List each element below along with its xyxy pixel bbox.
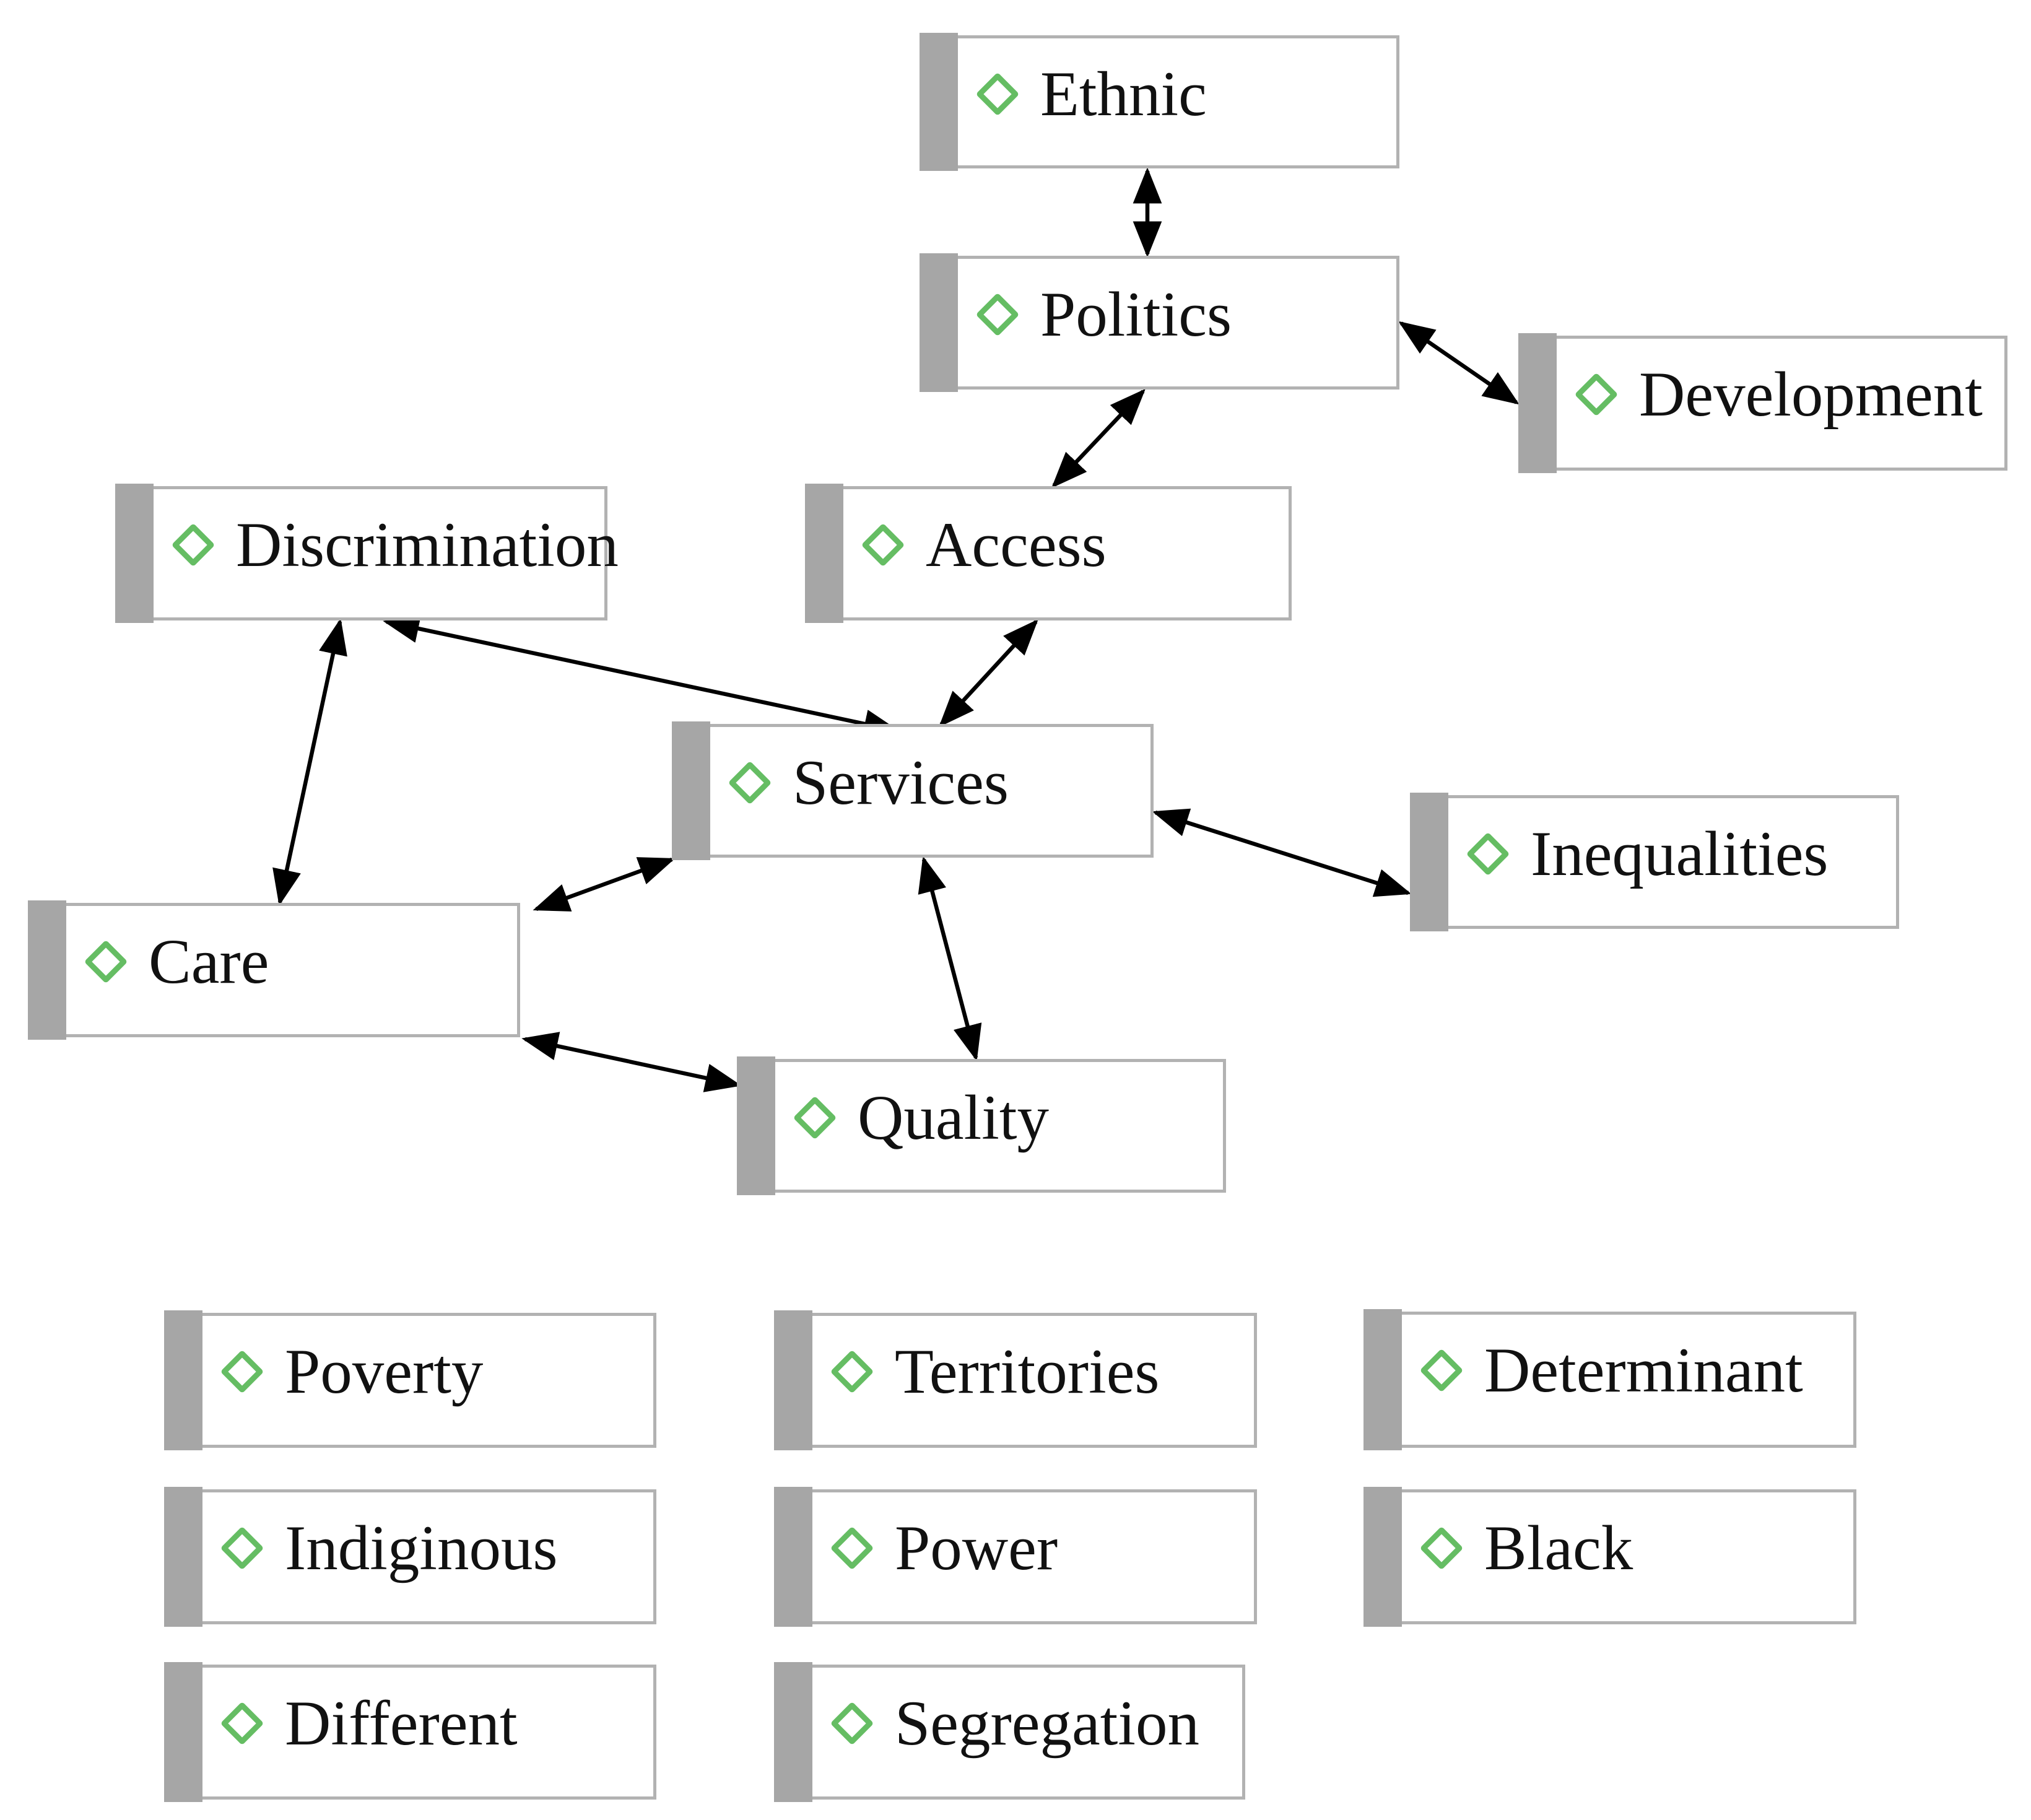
node-access[interactable]: Access [805,484,1292,623]
node-sidebar [672,721,710,860]
node-different[interactable]: Different [164,1662,656,1802]
node-sidebar [164,1487,202,1627]
node-label: Access [926,509,1107,580]
edge-discrimination-services[interactable] [383,614,900,738]
diamond-icon [830,1526,874,1570]
node-sidebar [1363,1487,1402,1627]
node-label: Indiginous [285,1512,558,1583]
node-label: Territories [895,1336,1160,1407]
node-label: Black [1484,1512,1633,1583]
node-label: Quality [858,1082,1049,1153]
diamond-icon [1419,1526,1464,1570]
node-label: Ethnic [1040,58,1207,129]
edge-care-services[interactable] [533,857,676,912]
node-sidebar [1518,333,1557,473]
node-sidebar [920,33,958,171]
node-label: Different [285,1687,518,1759]
diamond-icon [861,523,905,567]
diamond-icon [975,292,1020,337]
diamond-icon [171,523,215,567]
node-sidebar [920,253,958,392]
diamond-icon [220,1701,264,1746]
node-sidebar [737,1056,775,1195]
node-territories[interactable]: Territories [774,1310,1257,1450]
diamond-icon [830,1701,874,1746]
node-segregation[interactable]: Segregation [774,1662,1245,1802]
node-poverty[interactable]: Poverty [164,1310,656,1450]
node-label: Inequalities [1531,818,1829,889]
node-sidebar [1410,793,1448,931]
node-sidebar [164,1310,202,1450]
edge-politics-development[interactable] [1398,321,1520,405]
node-politics[interactable]: Politics [920,253,1399,392]
node-label: Development [1639,359,1983,430]
node-black[interactable]: Black [1363,1487,1856,1627]
diamond-icon [1466,832,1510,876]
diamond-icon [975,72,1020,116]
diamond-icon [728,760,772,805]
diamond-icon [1574,372,1619,417]
node-power[interactable]: Power [774,1487,1257,1627]
node-sidebar [774,1487,812,1627]
node-sidebar [115,484,154,623]
node-label: Discrimination [236,509,619,580]
node-sidebar [774,1662,812,1802]
diamond-icon [220,1349,264,1394]
diamond-icon [1419,1348,1464,1393]
diamond-icon [793,1095,837,1140]
node-development[interactable]: Development [1518,333,2007,473]
node-label: Care [149,926,269,997]
edge-care-quality[interactable] [521,1032,742,1092]
node-ethnic[interactable]: Ethnic [920,33,1399,171]
edge-services-quality[interactable] [918,856,982,1061]
diamond-icon [84,939,128,984]
node-label: Segregation [895,1687,1199,1759]
node-label: Services [793,747,1009,818]
node-sidebar [164,1662,202,1802]
node-determinant[interactable]: Determinant [1363,1309,1856,1450]
node-discrimination[interactable]: Discrimination [115,484,619,623]
diamond-icon [830,1349,874,1394]
node-indiginous[interactable]: Indiginous [164,1487,656,1627]
node-sidebar [1363,1309,1402,1450]
edge-access-services[interactable] [939,619,1038,728]
node-quality[interactable]: Quality [737,1056,1226,1195]
node-care[interactable]: Care [28,900,520,1040]
node-sidebar [774,1310,812,1450]
node-label: Politics [1040,279,1232,350]
node-sidebar [28,900,66,1040]
node-inequalities[interactable]: Inequalities [1410,793,1899,931]
node-label: Poverty [285,1336,484,1407]
node-services[interactable]: Services [672,721,1154,860]
node-label: Determinant [1484,1335,1803,1406]
edge-politics-access[interactable] [1051,388,1146,489]
diamond-icon [220,1526,264,1570]
node-label: Power [895,1512,1058,1583]
edge-services-inequalities[interactable] [1152,808,1412,897]
edge-discrimination-care[interactable] [272,618,347,906]
node-sidebar [805,484,843,623]
